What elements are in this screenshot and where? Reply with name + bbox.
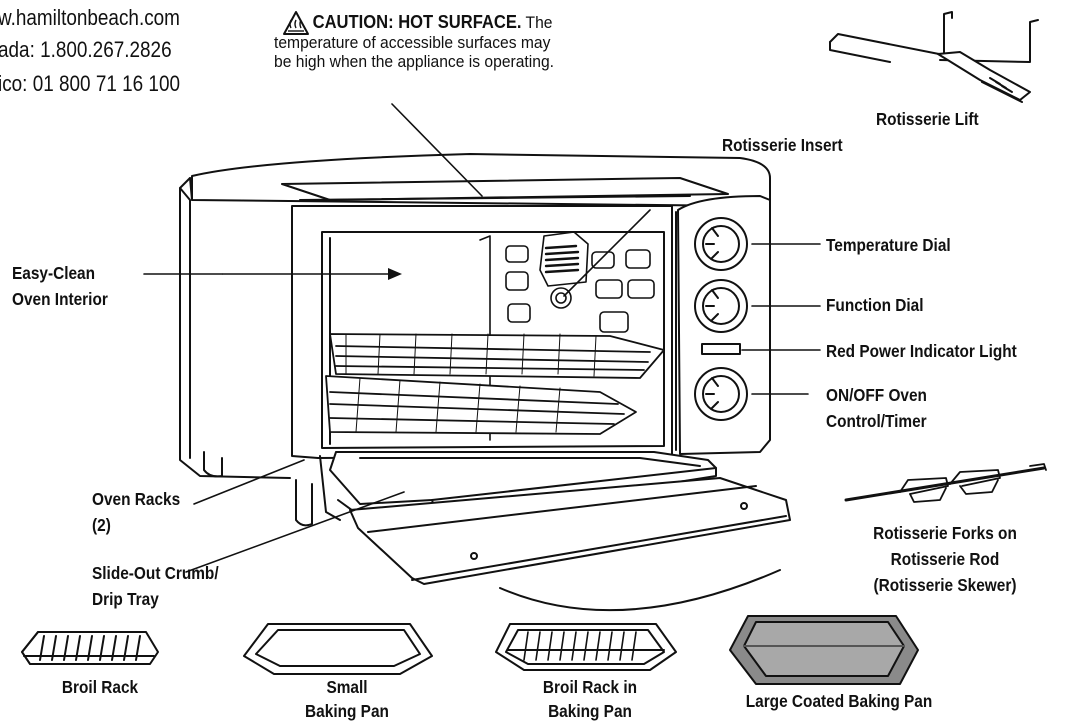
label-interior-line-1: Easy-Clean [12, 263, 96, 283]
control-dials [694, 217, 748, 421]
contact-website: w.hamiltonbeach.com [0, 5, 180, 30]
leader-lines [143, 103, 821, 573]
accessory-large-pan [729, 615, 919, 685]
drip-tray-and-door [319, 451, 791, 612]
label-rotisserie-lift: Rotisserie Lift [876, 109, 979, 129]
label-interior-line-2: Oven Interior [12, 289, 108, 309]
label-large-pan: Large Coated Baking Pan [745, 691, 933, 711]
rotisserie-forks-drawing [844, 463, 1047, 503]
label-small-pan-line-1: Small [326, 677, 368, 697]
accessory-rack-in-pan [495, 623, 677, 671]
caution-line-2: temperature of accessible surfaces may [274, 32, 551, 52]
label-forks-line-2: Rotisserie Rod [890, 549, 1000, 569]
contact-canada-phone: ada: 1.800.267.2826 [0, 37, 172, 62]
label-temperature-dial: Temperature Dial [826, 235, 951, 255]
label-broil-rack: Broil Rack [61, 677, 139, 697]
label-racks-line-1: Oven Racks [92, 489, 181, 509]
caution-notice: CAUTION: HOT SURFACE. The temperature of… [274, 12, 554, 72]
label-function-dial: Function Dial [826, 295, 924, 315]
label-forks-line-1: Rotisserie Forks on [873, 523, 1017, 543]
accessory-small-pan [243, 623, 433, 675]
label-forks-line-3: (Rotisserie Skewer) [873, 575, 1017, 595]
hot-surface-warning-icon [283, 11, 309, 35]
contact-mexico-phone: ico: 01 800 71 16 100 [0, 71, 180, 96]
rotisserie-lift-drawing [829, 11, 1039, 103]
oven-racks-drawing [325, 333, 665, 435]
label-rack-in-pan-line-1: Broil Rack in [542, 677, 638, 697]
label-rack-in-pan-line-2: Baking Pan [548, 701, 632, 721]
label-tray-line-2: Drip Tray [92, 589, 159, 609]
label-rotisserie-insert: Rotisserie Insert [722, 135, 843, 155]
label-timer-line-2: Control/Timer [826, 411, 927, 431]
label-small-pan-line-2: Baking Pan [305, 701, 389, 721]
label-power-light: Red Power Indicator Light [826, 341, 1017, 361]
label-racks-line-2: (2) [92, 515, 111, 535]
accessory-broil-rack [21, 631, 159, 665]
caution-heading: CAUTION: HOT SURFACE. [312, 12, 522, 32]
label-tray-line-1: Slide-Out Crumb/ [92, 563, 219, 583]
caution-lead: The [521, 13, 553, 32]
caution-line-3: be high when the appliance is operating. [274, 52, 554, 72]
label-timer-line-1: ON/OFF Oven [826, 385, 927, 405]
